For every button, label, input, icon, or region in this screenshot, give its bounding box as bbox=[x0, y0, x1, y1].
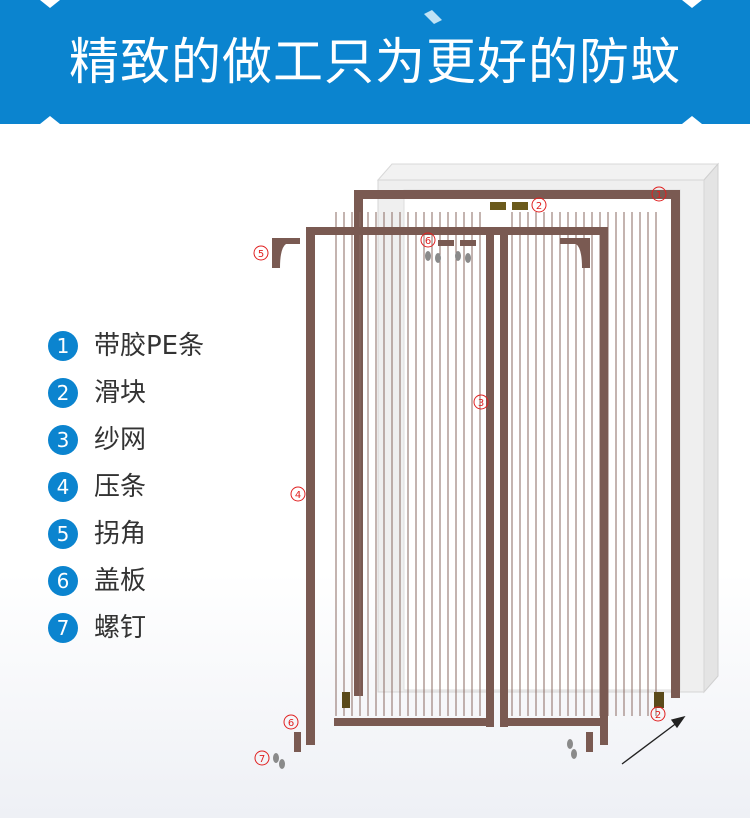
screws bbox=[273, 251, 577, 769]
callout-2-top bbox=[531, 197, 547, 213]
callout-2-bottom bbox=[650, 706, 666, 722]
legend-number-badge: 6 bbox=[48, 565, 78, 596]
legend-number-badge: 7 bbox=[48, 612, 78, 643]
legend-number-badge: 3 bbox=[48, 424, 78, 455]
callout-label: 5 bbox=[258, 249, 264, 260]
legend-label: 压条 bbox=[94, 471, 147, 502]
corner-bracket-right bbox=[560, 238, 590, 268]
callouts bbox=[253, 186, 667, 766]
callout-1 bbox=[651, 186, 667, 202]
legend-item: 5 拐角 bbox=[48, 510, 268, 557]
legend-item: 3 纱网 bbox=[48, 416, 268, 463]
callout-label: 3 bbox=[478, 398, 484, 409]
legend-item: 2 滑块 bbox=[48, 369, 268, 416]
banner-swoosh bbox=[424, 10, 442, 24]
left-door-frame bbox=[306, 227, 494, 745]
top-cover-plates bbox=[438, 240, 476, 246]
legend-number-badge: 5 bbox=[48, 518, 78, 549]
legend-label: 纱网 bbox=[94, 424, 147, 455]
legend-label: 螺钉 bbox=[94, 612, 147, 643]
corner-bracket-left bbox=[272, 238, 300, 268]
legend-label: 带胶PE条 bbox=[94, 330, 205, 361]
callout-6-bottom bbox=[283, 714, 299, 730]
callout-4 bbox=[290, 486, 306, 502]
callout-7 bbox=[254, 750, 270, 766]
bottom-slider-right bbox=[654, 692, 664, 708]
legend-label: 拐角 bbox=[94, 518, 147, 549]
direction-arrow bbox=[621, 715, 686, 765]
callout-3 bbox=[473, 394, 489, 410]
callout-label: 2 bbox=[536, 201, 542, 212]
callout-label: 2 bbox=[655, 710, 661, 721]
bottom-slider-left bbox=[342, 692, 350, 708]
right-door-frame bbox=[476, 227, 608, 745]
legend-item: 4 压条 bbox=[48, 463, 268, 510]
bottom-cover-plate-right bbox=[586, 732, 593, 752]
legend-item: 7 螺钉 bbox=[48, 604, 268, 651]
notch-bottom-right bbox=[682, 116, 702, 124]
callout-label: 4 bbox=[295, 490, 301, 501]
legend-item: 6 盖板 bbox=[48, 557, 268, 604]
legend-label: 盖板 bbox=[94, 565, 147, 596]
legend-number-badge: 1 bbox=[48, 330, 78, 361]
notch-bottom-left bbox=[40, 116, 60, 124]
callout-label: 1 bbox=[656, 190, 662, 201]
page-title: 精致的做工只为更好的防蚊 bbox=[69, 33, 681, 91]
legend-number-badge: 4 bbox=[48, 471, 78, 502]
parts-legend: 1 带胶PE条 2 滑块 3 纱网 4 压条 5 拐角 6 盖板 7 螺钉 bbox=[48, 322, 268, 651]
callout-label: 6 bbox=[288, 718, 294, 729]
pleated-mesh bbox=[335, 212, 657, 716]
bottom-cover-plate-left bbox=[294, 732, 301, 752]
callout-labels: 1 2 3 4 5 6 6 7 2 bbox=[258, 190, 662, 765]
notch-top-right bbox=[682, 0, 702, 8]
legend-item: 1 带胶PE条 bbox=[48, 322, 268, 369]
notch-top-left bbox=[40, 0, 60, 8]
legend-number-badge: 2 bbox=[48, 377, 78, 408]
header-banner: 精致的做工只为更好的防蚊 bbox=[0, 0, 750, 124]
callout-5 bbox=[253, 245, 269, 261]
callout-label: 6 bbox=[425, 236, 431, 247]
top-sliders bbox=[490, 202, 528, 210]
callout-label: 7 bbox=[259, 754, 265, 765]
outer-track-frame bbox=[354, 190, 680, 698]
legend-label: 滑块 bbox=[94, 377, 147, 408]
callout-6-top bbox=[420, 232, 436, 248]
